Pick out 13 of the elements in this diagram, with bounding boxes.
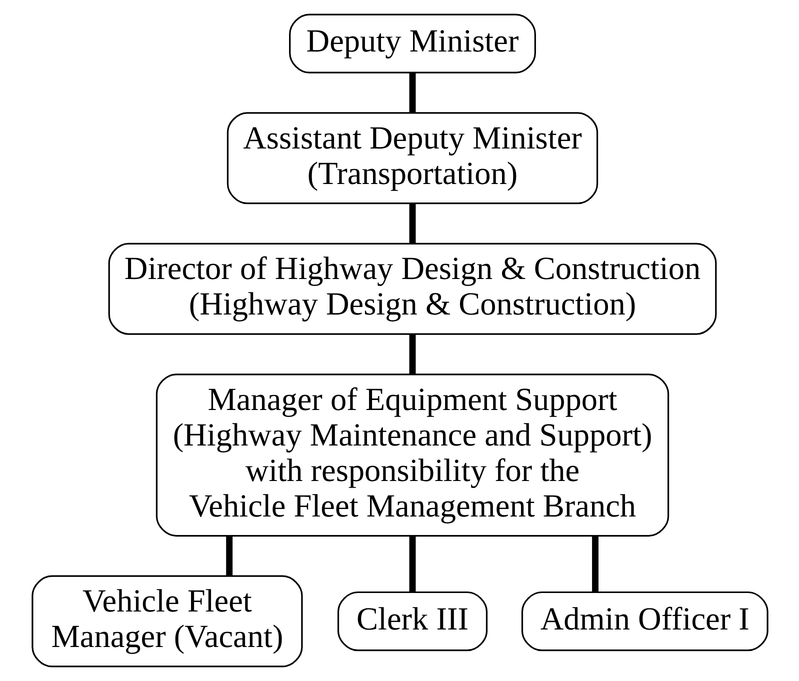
- node-box: Manager of Equipment Support (Highway Maintenance and Support) with responsibility for the Vehicle Fleet Management Branch: [155, 374, 669, 537]
- connector: [408, 334, 416, 374]
- node-box: Director of Highway Design & Construction (Highway Design & Construction): [108, 242, 716, 335]
- node-box: Admin Officer I: [520, 591, 768, 652]
- node-box: Assistant Deputy Minister (Transportation): [226, 112, 598, 204]
- connector: [408, 204, 416, 244]
- node-box: Clerk III: [336, 591, 488, 652]
- connector: [592, 536, 598, 592]
- connector: [408, 536, 416, 592]
- node-box: Deputy Minister: [288, 14, 536, 74]
- connector: [408, 73, 416, 113]
- connector: [226, 536, 232, 576]
- node-box: Vehicle Fleet Manager (Vacant): [31, 575, 302, 668]
